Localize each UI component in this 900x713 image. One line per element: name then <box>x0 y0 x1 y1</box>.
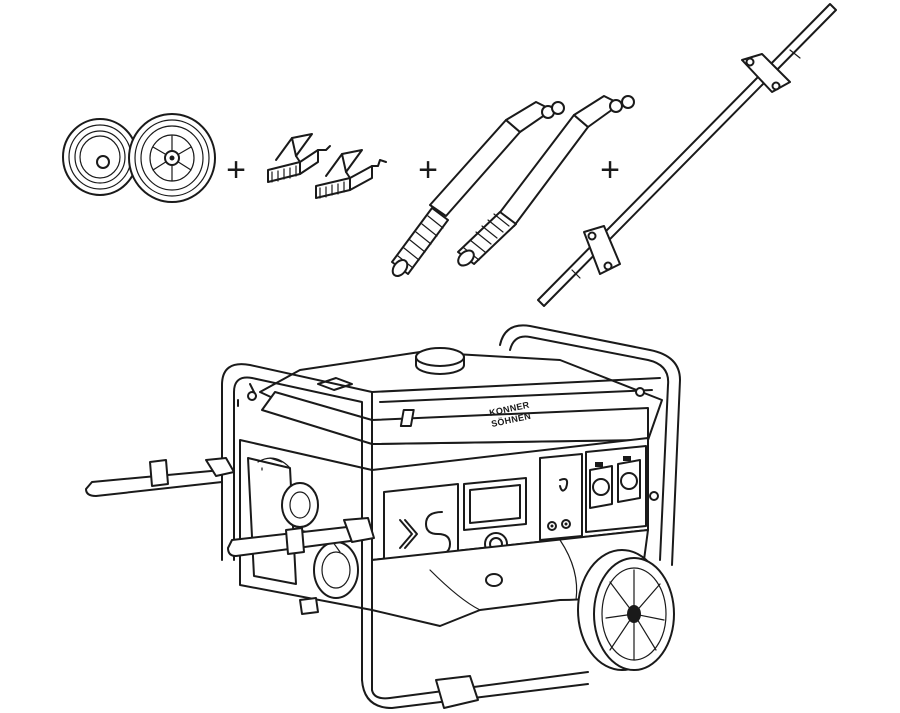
generator-icon: KONNER SÖHNEN KS <box>0 0 681 709</box>
support-foot-right-icon <box>315 149 387 199</box>
base-feet-icon <box>299 597 479 709</box>
brand-monogram: KS <box>0 0 2 1</box>
ac-outlet-left-icon <box>589 462 613 509</box>
outlet-panel <box>539 453 583 541</box>
wheel-front-icon <box>128 113 216 203</box>
fuel-tank-icon: KONNER SÖHNEN <box>259 347 663 445</box>
ground-terminal-icon <box>649 491 659 501</box>
axle-bracket-bottom-icon <box>583 225 621 275</box>
plus-sign-2: + <box>418 151 438 189</box>
support-foot-left-icon <box>267 133 331 183</box>
handle-left-icon <box>391 101 565 277</box>
handle-pair-icon <box>391 95 635 277</box>
axle-bracket-top-icon <box>741 53 791 93</box>
engine-switch-icon <box>559 478 569 492</box>
plus-sign-1: + <box>226 151 246 189</box>
dc-terminal-icon <box>547 519 571 531</box>
ac-outlet-right-icon <box>617 456 641 503</box>
muffler-icon <box>313 541 359 599</box>
axle-rod-icon <box>537 3 837 307</box>
recoil-starter-icon <box>281 482 319 528</box>
wheel-installed-icon <box>577 549 675 671</box>
frame-front-icon <box>221 363 661 709</box>
handle-right-icon <box>457 95 635 267</box>
wheel-back-icon <box>62 118 138 196</box>
frame-back-icon <box>499 324 681 566</box>
handle-installed-left-icon <box>85 457 235 497</box>
control-panel: KS <box>0 0 659 577</box>
voltmeter-icon <box>463 477 527 531</box>
plus-sign-3: + <box>600 151 620 189</box>
ac-outlets <box>585 445 647 533</box>
wheel-pair-icon <box>62 113 216 203</box>
handle-installed-right-icon <box>227 517 375 557</box>
fuel-cap-icon <box>415 347 465 375</box>
support-feet-icon <box>267 133 387 199</box>
